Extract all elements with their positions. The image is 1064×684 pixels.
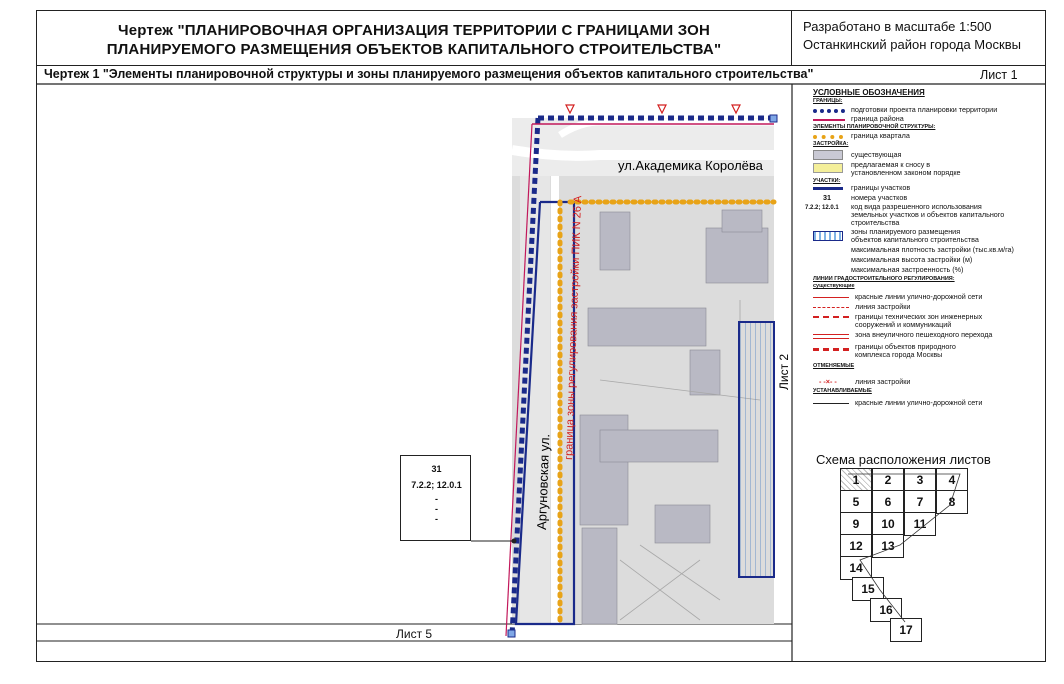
legend-code-3: строительства <box>851 218 900 227</box>
drawing-title-line1: Чертеж "ПЛАНИРОВОЧНАЯ ОРГАНИЗАЦИЯ ТЕРРИТ… <box>117 22 711 39</box>
district-text: Останкинский район города Москвы <box>803 37 1021 52</box>
symbol-demolish <box>813 163 843 173</box>
legend-crossing: зона внеуличного пешеходного перехода <box>855 330 993 339</box>
symbol-plot-bounds <box>813 187 843 190</box>
scheme-cell-11: 11 <box>904 512 936 536</box>
sheet-scheme-title: Схема расположения листов <box>816 452 991 467</box>
legend-new-red: красные линии улично-дорожной сети <box>855 398 983 407</box>
symbol-red-lines <box>813 297 849 298</box>
legend-demolish-1: предлагаемая к сносу в <box>851 160 931 169</box>
plot-number: 31 <box>431 464 442 474</box>
scheme-cell-1: 1 <box>840 468 872 492</box>
symbol-existing <box>813 150 843 160</box>
scheme-cell-17: 17 <box>890 618 922 642</box>
legend-nature-1: границы объектов природного <box>855 342 956 351</box>
drawing-title-line2: ПЛАНИРУЕМОГО РАЗМЕЩЕНИЯ ОБЪЕКТОВ КАПИТАЛ… <box>106 41 722 58</box>
legend-heading-existing-lines: существующие <box>813 283 855 289</box>
symbol-crossing <box>813 334 849 339</box>
scheme-cell-5: 5 <box>840 490 872 514</box>
legend-zone-2: объектов капитального строительства <box>851 235 979 244</box>
legend-tech-2: сооружений и коммуникаций <box>855 320 952 329</box>
symbol-project-boundary <box>813 109 845 117</box>
legend-district-boundary: граница района <box>851 114 904 123</box>
scheme-cell-8: 8 <box>936 490 968 514</box>
legend-code-1: код вида разрешенного использования <box>851 202 982 211</box>
legend-nature-2: комплекса города Москвы <box>855 350 943 359</box>
legend-title: УСЛОВНЫЕ ОБОЗНАЧЕНИЯ <box>813 88 925 97</box>
symbol-build-line <box>813 307 849 308</box>
scheme-cell-7: 7 <box>904 490 936 514</box>
legend-heading-buildings: ЗАСТРОЙКА: <box>813 141 849 147</box>
scale-block <box>792 10 1046 66</box>
symbol-planned-zone <box>813 231 843 241</box>
legend-density: максимальная плотность застройки (тыс.кв… <box>851 245 1014 254</box>
legend-zone-1: зоны планируемого размещения <box>851 227 961 236</box>
scheme-cell-10: 10 <box>872 512 904 536</box>
legend-cancel-build: линия застройки <box>855 377 911 386</box>
scheme-cell-9: 9 <box>840 512 872 536</box>
legend: УСЛОВНЫЕ ОБОЗНАЧЕНИЯ ГРАНИЦЫ: подготовки… <box>797 86 1043 426</box>
street-left-label: Аргуновская ул. <box>534 434 552 531</box>
legend-code-2: земельных участков и объектов капитально… <box>851 210 1005 219</box>
title-block <box>36 10 792 66</box>
legend-plot-bounds: границы участков <box>851 183 911 192</box>
plot-coverage: - <box>435 514 438 524</box>
legend-heading-cancelled: ОТМЕНЯЕМЫЕ <box>813 363 855 369</box>
planned-zone <box>738 321 775 578</box>
symbol-new-red <box>813 403 849 404</box>
legend-plot-number-sample: 31 <box>823 193 831 202</box>
legend-red-lines: красные линии улично-дорожной сети <box>855 292 983 301</box>
scheme-cell-13: 13 <box>872 534 904 558</box>
street-top-label: ул.Академика Королёва <box>618 158 764 173</box>
existing-buildings <box>579 209 769 625</box>
scheme-cell-4: 4 <box>936 468 968 492</box>
scheme-cell-12: 12 <box>840 534 872 558</box>
plot-use-code: 7.2.2; 12.0.1 <box>411 480 462 490</box>
legend-tech-1: границы технических зон инженерных <box>855 312 983 321</box>
drawing-frame <box>36 10 1046 662</box>
adjacent-sheet-right: Лист 2 <box>777 354 791 390</box>
symbol-cancel-build: - -×- - <box>819 377 837 386</box>
plot-height: - <box>435 504 438 514</box>
legend-heading-plots: УЧАСТКИ: <box>813 178 841 184</box>
legend-heading-lines: ЛИНИИ ГРАДОСТРОИТЕЛЬНОГО РЕГУЛИРОВАНИЯ: <box>813 276 955 282</box>
adjacent-sheet-bottom: Лист 5 <box>396 627 433 641</box>
legend-project-boundary: подготовки проекта планировки территории <box>851 105 998 114</box>
scheme-cell-2: 2 <box>872 468 904 492</box>
sheet-number: Лист 1 <box>980 68 1018 82</box>
legend-heading-elements: ЭЛЕМЕНТЫ ПЛАНИРОВОЧНОЙ СТРУКТУРЫ: <box>813 124 936 130</box>
legend-heading-established: УСТАНАВЛИВАЕМЫЕ <box>813 388 872 394</box>
symbol-district-boundary <box>813 119 845 121</box>
legend-build-line: линия застройки <box>855 302 911 311</box>
legend-height: максимальная высота застройки (м) <box>851 255 973 264</box>
legend-demolish-2: установленном законом порядке <box>851 168 961 177</box>
legend-plot-number: номера участков <box>851 193 908 202</box>
legend-existing: существующая <box>851 150 902 159</box>
legend-block-boundary: граница квартала <box>851 131 910 140</box>
legend-coverage: максимальная застроенность (%) <box>851 265 964 274</box>
legend-code-sample: 7.2.2; 12.0.1 <box>805 205 839 211</box>
plot-density: - <box>435 494 438 504</box>
scheme-cell-3: 3 <box>904 468 936 492</box>
scale-text: Разработано в масштабе 1:500 <box>803 19 992 34</box>
symbol-nature <box>813 348 849 351</box>
legend-heading-boundaries: ГРАНИЦЫ: <box>813 98 843 104</box>
symbol-block-boundary <box>813 135 843 139</box>
plot-info-box: 31 7.2.2; 12.0.1 - - - <box>400 455 471 541</box>
symbol-tech-zones <box>813 316 849 318</box>
sheet-subtitle: Чертеж 1 "Элементы планировочной структу… <box>44 67 814 81</box>
scheme-cell-6: 6 <box>872 490 904 514</box>
